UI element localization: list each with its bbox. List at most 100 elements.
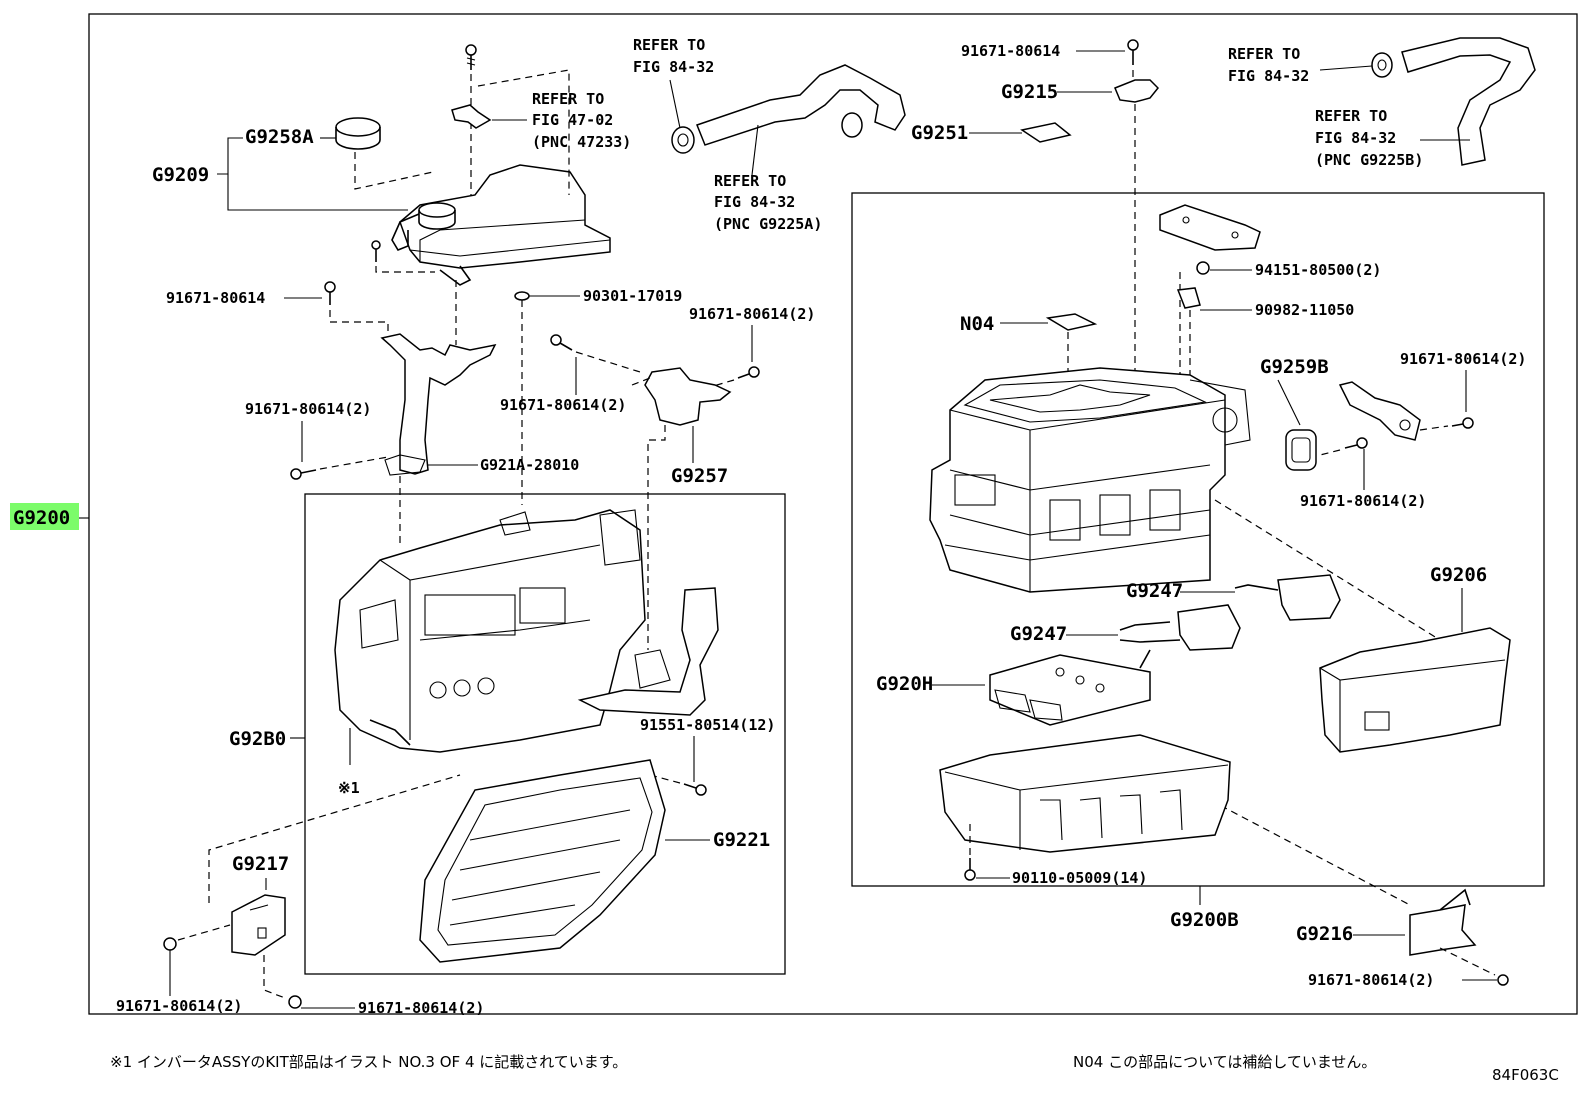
label-g9200[interactable]: G9200 bbox=[13, 507, 70, 529]
label-90301[interactable]: 90301-17019 bbox=[583, 287, 682, 305]
label-g920h[interactable]: G920H bbox=[876, 673, 933, 695]
grommet-g9259b bbox=[1285, 429, 1317, 471]
svg-text:(PNC G9225B): (PNC G9225B) bbox=[1315, 151, 1423, 169]
ref-84-32-b: REFER TO FIG 84-32 (PNC G9225A) bbox=[714, 172, 822, 233]
harness-g9247-a bbox=[1234, 574, 1341, 621]
label-g9200b[interactable]: G9200B bbox=[1170, 909, 1239, 931]
label-g9259b[interactable]: G9259B bbox=[1260, 356, 1329, 378]
label-91671-c[interactable]: 91671-80614(2) bbox=[500, 396, 626, 414]
label-g9247-a[interactable]: G9247 bbox=[1126, 580, 1183, 602]
label-91671-h[interactable]: 91671-80614(2) bbox=[1300, 492, 1426, 510]
bracket-right bbox=[1338, 381, 1421, 441]
label-g92b0[interactable]: G92B0 bbox=[229, 728, 286, 750]
nut-94151 bbox=[1196, 261, 1210, 275]
hose-clamp-a bbox=[671, 126, 695, 154]
clip-90982 bbox=[1176, 287, 1201, 309]
label-91671-f[interactable]: 91671-80614(2) bbox=[358, 999, 484, 1017]
bolt-91671-h bbox=[1344, 437, 1368, 449]
footnote-kit: ※1 インバータASSYのKIT部品はイラスト NO.3 OF 4 に記載されて… bbox=[110, 1053, 628, 1071]
label-91551[interactable]: 91551-80514(12) bbox=[640, 716, 775, 734]
outer-frame bbox=[88, 13, 1578, 1015]
ref-47-02: REFER TO FIG 47-02 (PNC 47233) bbox=[532, 90, 631, 151]
hose-clamp-b bbox=[1371, 52, 1393, 78]
label-g9206[interactable]: G9206 bbox=[1430, 564, 1487, 586]
bolt-91671-d bbox=[737, 366, 760, 379]
svg-text:REFER TO: REFER TO bbox=[1315, 107, 1387, 125]
svg-text:REFER TO: REFER TO bbox=[532, 90, 604, 108]
label-91671-top[interactable]: 91671-80614 bbox=[961, 42, 1060, 60]
svg-text:FIG 84-32: FIG 84-32 bbox=[633, 58, 714, 76]
ref-84-32-d: REFER TO FIG 84-32 (PNC G9225B) bbox=[1315, 107, 1423, 169]
svg-text:FIG 47-02: FIG 47-02 bbox=[532, 111, 613, 129]
svg-text:REFER TO: REFER TO bbox=[633, 36, 705, 54]
svg-text:(PNC G9225A): (PNC G9225A) bbox=[714, 215, 822, 233]
label-91671-a[interactable]: 91671-80614 bbox=[166, 289, 265, 307]
label-91671-i[interactable]: 91671-80614(2) bbox=[1308, 971, 1434, 989]
label-90982[interactable]: 90982-11050 bbox=[1255, 301, 1354, 319]
cover-g9206 bbox=[1319, 627, 1511, 753]
figure-code: 84F063C bbox=[1492, 1066, 1559, 1084]
top-cover-plate bbox=[1159, 204, 1261, 251]
bracket-g9216 bbox=[1409, 888, 1477, 956]
bolt-91671-top bbox=[1127, 39, 1139, 65]
ref-84-32-c: REFER TO FIG 84-32 bbox=[1228, 45, 1309, 85]
bolt-tank-left bbox=[371, 240, 381, 262]
bolt-91671-c-left bbox=[550, 334, 573, 351]
label-90110[interactable]: 90110-05009(14) bbox=[1012, 869, 1147, 887]
svg-text:FIG 84-32: FIG 84-32 bbox=[1315, 129, 1396, 147]
footnote-n04: N04 この部品については補給していません。 bbox=[1073, 1053, 1377, 1071]
bolt-91671-e bbox=[163, 937, 177, 951]
hose-g9225b bbox=[1401, 37, 1536, 166]
label-plate-g9251 bbox=[1020, 122, 1072, 143]
clip-g9215 bbox=[1114, 79, 1160, 103]
label-91671-e[interactable]: 91671-80614(2) bbox=[116, 997, 242, 1015]
label-91671-b[interactable]: 91671-80614(2) bbox=[245, 400, 371, 418]
svg-text:REFER TO: REFER TO bbox=[714, 172, 786, 190]
label-g9258a[interactable]: G9258A bbox=[245, 126, 314, 148]
harness-connector-left bbox=[577, 587, 719, 716]
label-91671-g[interactable]: 91671-80614(2) bbox=[1400, 350, 1526, 368]
harness-g9247-b bbox=[1119, 604, 1241, 651]
inverter-assembly bbox=[929, 367, 1251, 593]
bolt-91671-i bbox=[1497, 974, 1509, 986]
svg-text:REFER TO: REFER TO bbox=[1228, 45, 1300, 63]
svg-text:(PNC 47233): (PNC 47233) bbox=[532, 133, 631, 151]
bolt-91551 bbox=[683, 783, 707, 796]
bolt-top bbox=[465, 44, 477, 70]
label-g9251[interactable]: G9251 bbox=[911, 122, 968, 144]
board-g920h bbox=[989, 649, 1151, 726]
reservoir-tank bbox=[391, 164, 611, 286]
label-g9215[interactable]: G9215 bbox=[1001, 81, 1058, 103]
label-plate-n04 bbox=[1045, 313, 1098, 331]
label-n04[interactable]: N04 bbox=[960, 313, 994, 335]
bolt-91671-f bbox=[288, 995, 302, 1009]
bracket-g921a bbox=[380, 333, 497, 476]
label-g9247-b[interactable]: G9247 bbox=[1010, 623, 1067, 645]
label-g921a[interactable]: G921A-28010 bbox=[480, 456, 579, 474]
label-g9209[interactable]: G9209 bbox=[152, 164, 209, 186]
bolt-91671-g bbox=[1451, 417, 1474, 429]
label-94151[interactable]: 94151-80500(2) bbox=[1255, 261, 1381, 279]
gasket-g9221 bbox=[419, 759, 666, 963]
label-91671-d[interactable]: 91671-80614(2) bbox=[689, 305, 815, 323]
label-g9216[interactable]: G9216 bbox=[1296, 923, 1353, 945]
hose-g9225a bbox=[696, 64, 906, 146]
bolt-90110 bbox=[964, 858, 976, 881]
label-mark1[interactable]: ※1 bbox=[338, 779, 360, 797]
svg-text:FIG 84-32: FIG 84-32 bbox=[714, 193, 795, 211]
label-g9217[interactable]: G9217 bbox=[232, 853, 289, 875]
bolt-91671-b bbox=[290, 468, 317, 480]
inner-frame-right bbox=[851, 192, 1545, 887]
lower-case bbox=[939, 734, 1231, 853]
bracket-g9217 bbox=[231, 894, 286, 956]
label-g9221[interactable]: G9221 bbox=[713, 829, 770, 851]
svg-text:FIG 84-32: FIG 84-32 bbox=[1228, 67, 1309, 85]
bolt-91671-a bbox=[324, 281, 336, 305]
label-g9257[interactable]: G9257 bbox=[671, 465, 728, 487]
reservoir-cap bbox=[335, 117, 381, 150]
bracket-g9257 bbox=[644, 367, 732, 426]
inverter-control-unit bbox=[334, 509, 646, 753]
ref-84-32-a: REFER TO FIG 84-32 bbox=[633, 36, 714, 76]
inner-frame-left bbox=[304, 493, 786, 975]
